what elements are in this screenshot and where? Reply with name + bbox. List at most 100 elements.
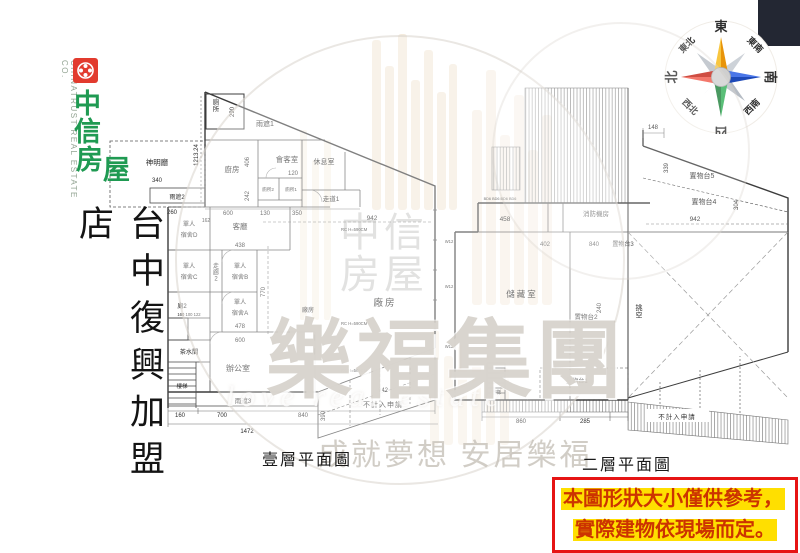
f2-room-shelf2: 置物台2 [574, 312, 598, 321]
disclaimer-line2: 實際建物依現場而定。 [573, 519, 777, 541]
f2-dim-339: 339 [664, 162, 670, 173]
company-logo-mark [73, 58, 98, 83]
f2-inner-walls [455, 177, 789, 413]
logo-char-xin: 信 [74, 117, 101, 147]
f1-dim-162: 162 [202, 218, 211, 224]
f1-room-wc-s1: 廁所1 [285, 186, 297, 193]
f1-room-dorm-b: 單人 [234, 263, 246, 270]
store-name-vertical: 台中復興加盟店 [74, 205, 164, 487]
f1-rc-note-2: RC H=590CM [341, 321, 368, 326]
f1-room-walk1: 走道1 [323, 194, 340, 203]
f1-rc-note-3: RC H=590CM [341, 368, 368, 373]
f1-dim-700: 700 [217, 413, 228, 419]
f1-room-wc-s2: 廁所2 [262, 186, 274, 193]
f2-room-shelf3: 置物台3 [612, 240, 634, 248]
f1-room-shrine: 神明廳 [146, 157, 169, 167]
company-name-en: CHINATRUST REAL ESTATE CO. [60, 60, 78, 199]
f1-room-rain2: 雨遮2 [169, 193, 185, 201]
floor2-title: 二層平面圖 [582, 457, 673, 474]
compass-hub [711, 67, 731, 87]
f1-room-dorm-c: 單人 [183, 263, 195, 270]
f1-dim-840: 840 [298, 413, 309, 419]
f1-dim-260: 260 [167, 210, 178, 216]
f1-room-dorm-d: 單人 [183, 221, 195, 228]
f1-dim-942b: 942 [378, 388, 389, 394]
floor2-plan: 148 339 置物台5 置物台4 304 942 458 消防機房 402 8… [445, 87, 789, 445]
logo-char-wu: 屋 [103, 155, 130, 185]
f1-room-wc2: 廁2 [177, 302, 187, 310]
f1-room-factory-dup: 廠房 [302, 306, 314, 314]
f1-room-rest: 休息室 [314, 157, 335, 166]
f1-dim-600b: 600 [235, 338, 246, 344]
f1-room-meeting: 會客室 [276, 154, 299, 164]
f1-room-dorm-a2: 宿舍A [232, 309, 249, 317]
f2-code-w12-1: W12 [445, 239, 454, 244]
f2-room-void: 挑空 [636, 303, 643, 319]
logo-char-fang: 房 [76, 145, 103, 175]
logo-char-zhong: 中 [74, 89, 101, 119]
f1-label-excluded: 不計入申請 [363, 400, 403, 409]
f1-room-factory: 廠房 [373, 297, 396, 309]
f2-code-w12-3: W12 [445, 344, 454, 349]
f2-room-storage: 儲藏室 [506, 289, 538, 299]
f1-dim-600a: 600 [223, 211, 234, 217]
f1-dim-290: 290 [230, 106, 236, 117]
f1-dim-120: 120 [288, 171, 299, 177]
f2-codes-bd6: BD6 BD6 BD6 BD6 [484, 197, 517, 201]
f2-dim-lines [481, 128, 788, 421]
f2-dim-240: 240 [597, 302, 603, 313]
f1-dim-350: 350 [292, 211, 303, 217]
f2-dim-304: 304 [734, 199, 740, 210]
f1-doors [209, 167, 323, 345]
f1-dim-1213: 1213.24 [194, 144, 200, 166]
f1-room-stair: 樓梯 [176, 382, 188, 390]
f1-dim-lines [167, 96, 438, 427]
f1-room-dorm-d2: 宿舍D [181, 231, 198, 239]
f2-label-excluded: 不計入申請 [658, 412, 696, 421]
f1-rc-note-1: RC H=590CM [341, 227, 368, 232]
f1-excluded-area [317, 347, 436, 439]
f1-room-living: 客廳 [233, 221, 248, 231]
compass-west: 西 [714, 125, 727, 134]
f2-room-shelf5: 置物台5 [690, 171, 715, 180]
f2-room-shelf1: 置物台1 [566, 377, 588, 385]
disclaimer-line1: 本圖形狀大小僅供參考， [561, 488, 785, 510]
f2-void-cross [627, 231, 789, 399]
f1-annex [109, 140, 206, 208]
f2-dim-402: 402 [540, 242, 551, 248]
f2-dim-860: 860 [516, 419, 527, 425]
compass-rose: 東 南 西 北 東北 東南 西南 西北 [664, 19, 778, 134]
photo-corner [758, 0, 800, 46]
floor1-title: 壹層平面圖 [262, 452, 353, 469]
f1-room-dorm-b2: 宿舍B [232, 273, 249, 281]
f1-dim-1472: 1472 [240, 429, 254, 435]
f1-dim-770: 770 [261, 286, 267, 297]
f1-room-rain1: 雨遮1 [256, 119, 274, 128]
company-logo-block: CHINATRUST REAL ESTATE CO. 中 信 房 屋 [38, 30, 138, 199]
logo-flower-icon [77, 62, 94, 79]
f1-dim-438: 438 [235, 243, 246, 249]
f1-dim-160: 160 [175, 413, 186, 419]
f2-dim-148: 148 [648, 125, 659, 131]
f1-dim-130: 130 [260, 211, 271, 217]
disclaimer-box: 本圖形狀大小僅供參考， 實際建物依現場而定。 [552, 477, 798, 553]
f2-room-shelf4: 置物台4 [692, 197, 717, 206]
compass-north: 北 [664, 70, 679, 83]
f1-room-toilet-top: 廁所 [213, 97, 220, 113]
f2-dim-285: 285 [580, 419, 591, 425]
f1-room-kitchen: 廚房 [225, 164, 240, 174]
compass-south: 南 [763, 70, 778, 83]
f2-code-w12-2: W12 [445, 284, 454, 289]
f2-room-stair: 樓梯 [491, 389, 501, 396]
f1-room-rain3: 雨遮3 [235, 396, 252, 405]
f1-room-dorm-c2: 宿舍C [181, 273, 198, 281]
f1-wall-ticks [433, 209, 437, 331]
f2-dim-840: 840 [589, 242, 600, 248]
f1-dim-942: 942 [367, 215, 378, 222]
f2-dim-458: 458 [500, 216, 511, 223]
f1-room-tea: 茶水間 [180, 348, 199, 356]
f1-room-dorm-a: 單人 [234, 299, 246, 306]
f1-dim-242: 242 [245, 190, 251, 201]
